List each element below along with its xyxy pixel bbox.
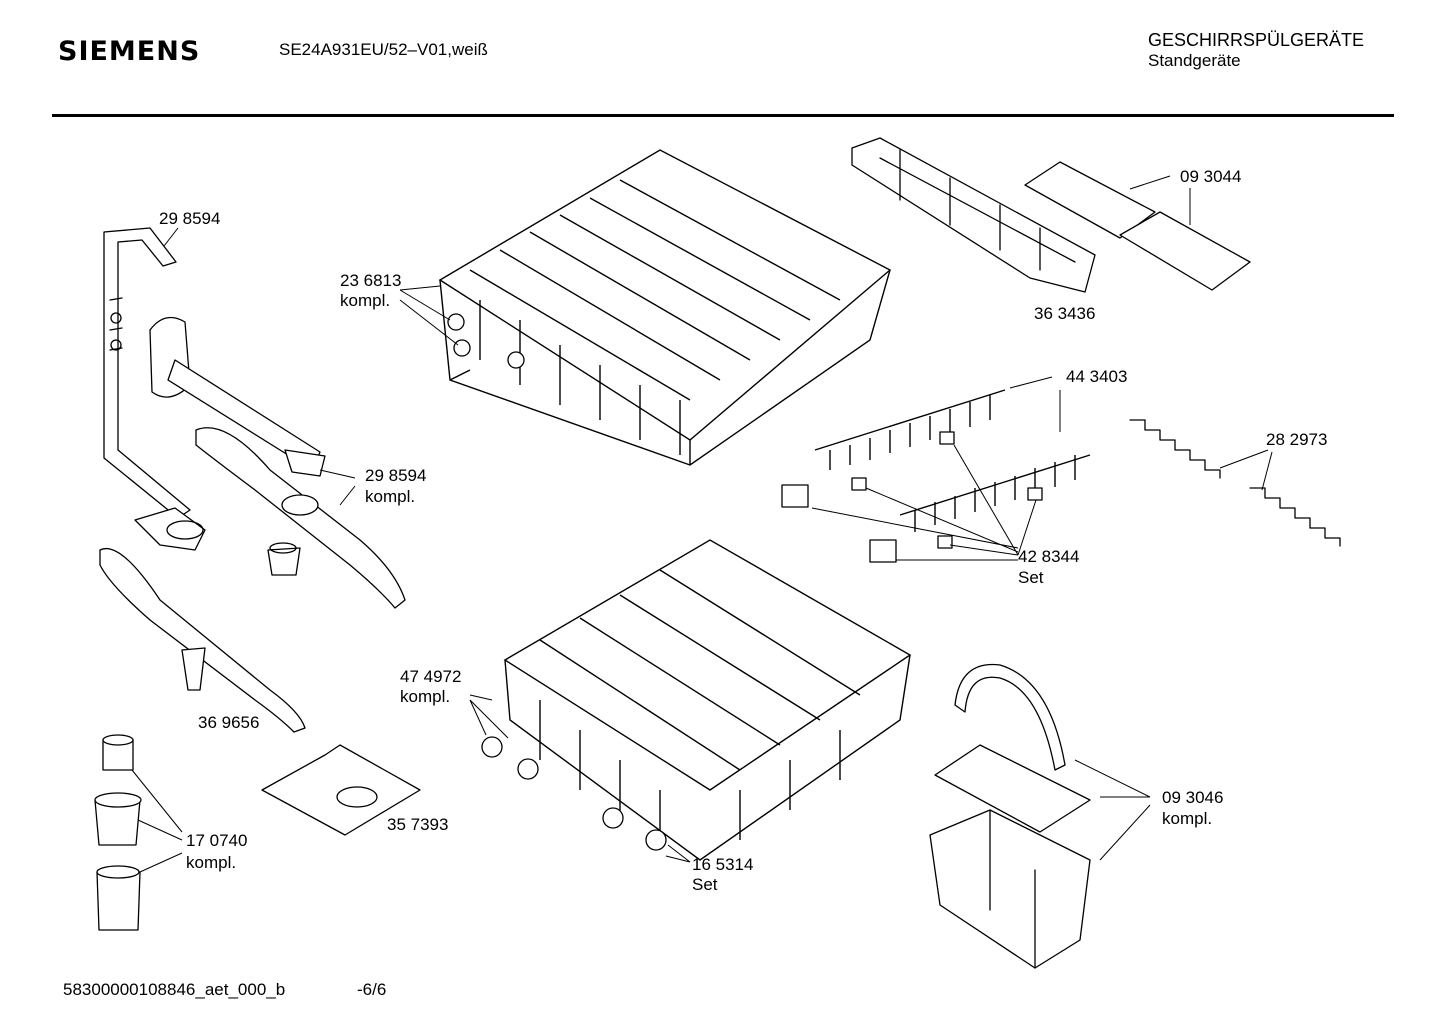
cutlery-tray-drawing	[851, 137, 1096, 293]
part-note-29-8594-kompl: kompl.	[365, 487, 415, 506]
wheel-drawings	[481, 736, 667, 851]
lower-basket-drawing	[503, 539, 912, 861]
part-label-47-4972: 47 4972	[400, 667, 461, 686]
part-label-09-3044: 09 3044	[1180, 167, 1241, 186]
part-label-42-8344: 42 8344	[1018, 547, 1079, 566]
upper-feed-drawing	[149, 316, 326, 477]
step-rail-drawings	[1129, 419, 1341, 547]
clip-drawings	[781, 431, 1043, 563]
cutlery-basket-drawing	[929, 663, 1091, 969]
part-label-36-9656: 36 9656	[198, 713, 259, 732]
tine-rack-drawings	[814, 389, 1091, 532]
lower-spray-arm-drawing	[99, 548, 306, 733]
sump-plate-drawing	[261, 744, 421, 836]
part-label-28-2973: 28 2973	[1266, 430, 1327, 449]
part-label-17-0740: 17 0740	[186, 831, 247, 850]
part-label-44-3403: 44 3403	[1066, 367, 1127, 386]
leader-lines	[131, 175, 1273, 873]
upper-spray-arm-drawing	[195, 427, 406, 609]
subcategory-title: Standgeräte	[1148, 51, 1241, 70]
part-label-16-5314: 16 5314	[692, 855, 753, 874]
part-label-23-6813: 23 6813	[340, 271, 401, 290]
part-label-29-8594: 29 8594	[159, 209, 220, 228]
tray-insert-drawings	[1024, 161, 1251, 291]
page-number: -6/6	[357, 980, 387, 999]
upper-basket-drawing	[438, 149, 892, 466]
filter-drawings	[94, 734, 142, 931]
header-divider	[52, 114, 1394, 117]
brand-logo: SIEMENS	[58, 36, 201, 67]
part-note-23-6813: kompl.	[340, 291, 390, 310]
part-label-29-8594-kompl: 29 8594	[365, 466, 426, 485]
part-note-47-4972: kompl.	[400, 687, 450, 706]
part-note-17-0740: kompl.	[186, 853, 236, 872]
document-id: 58300000108846_aet_000_b	[63, 980, 286, 999]
model-number: SE24A931EU/52–V01,weiß	[279, 40, 488, 59]
part-label-36-3436: 36 3436	[1034, 304, 1095, 323]
part-note-16-5314: Set	[692, 875, 718, 894]
part-label-35-7393: 35 7393	[387, 815, 448, 834]
part-note-42-8344: Set	[1018, 568, 1044, 587]
category-title: GESCHIRRSPÜLGERÄTE	[1148, 30, 1365, 50]
part-label-09-3046: 09 3046	[1162, 788, 1223, 807]
supply-pipe-drawing	[103, 227, 206, 551]
part-note-09-3046: kompl.	[1162, 809, 1212, 828]
